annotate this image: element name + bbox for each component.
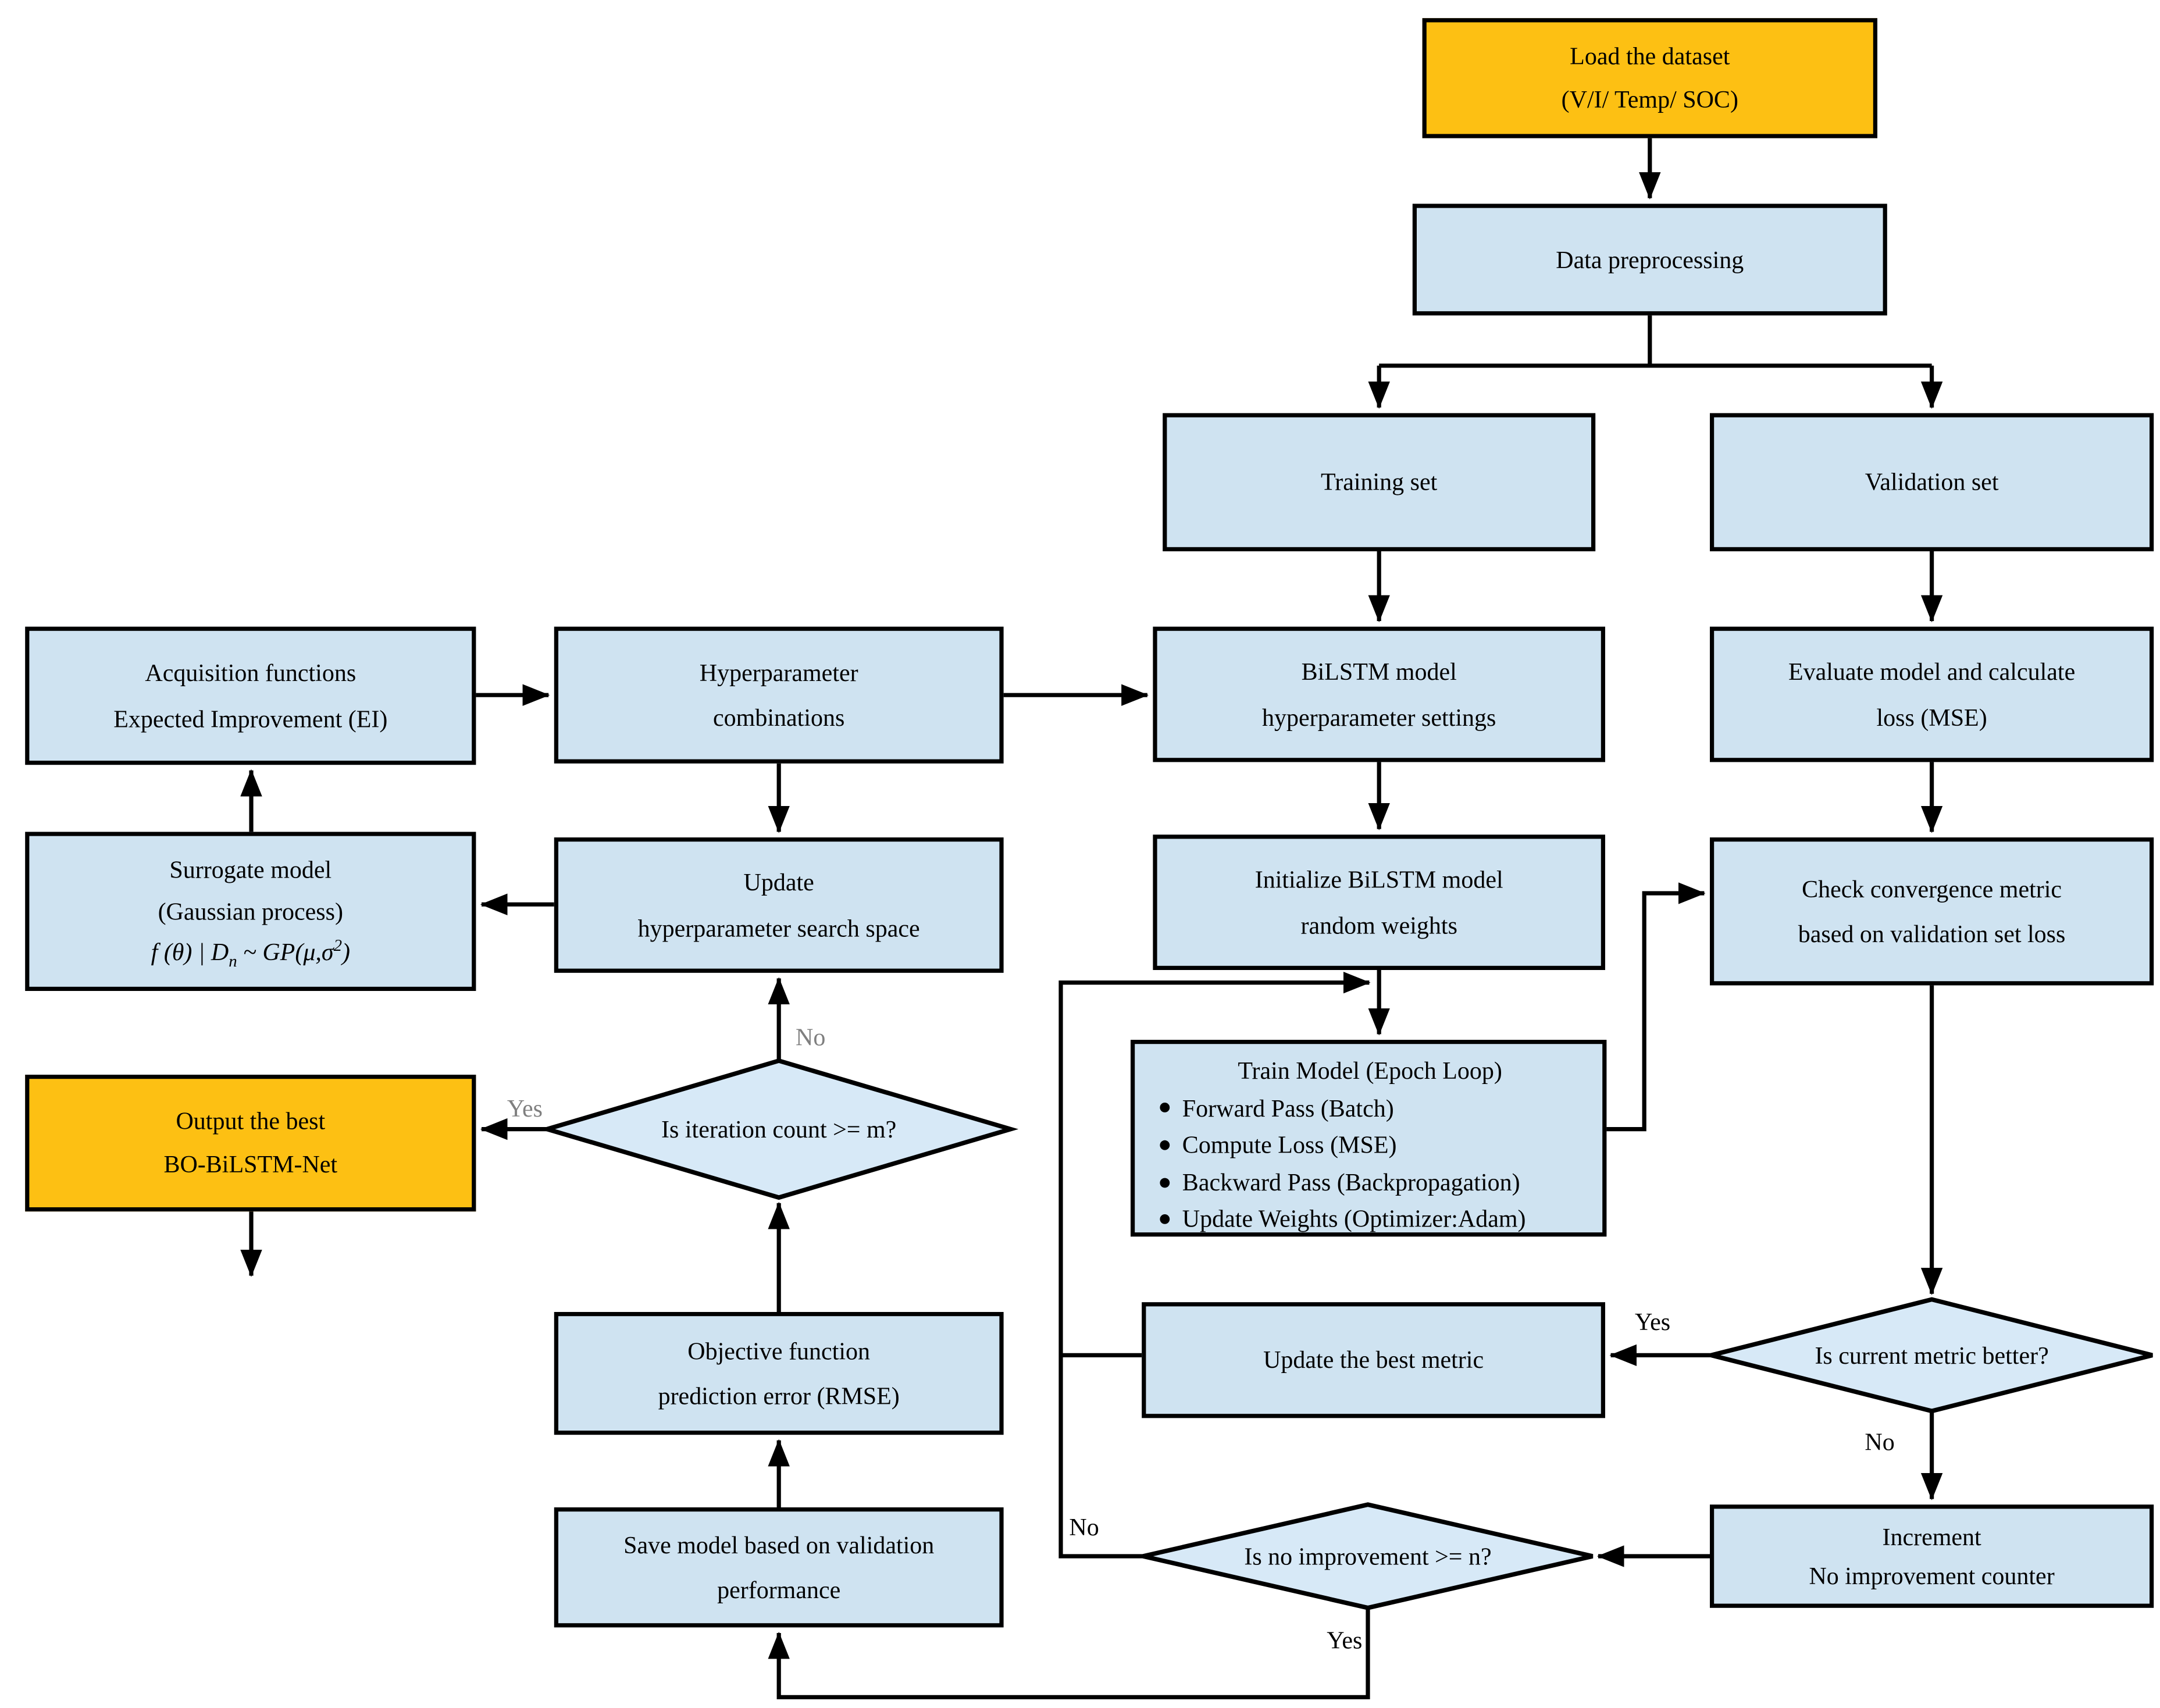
node-text: Validation set bbox=[1865, 468, 1999, 496]
train-model-title: Train Model (Epoch Loop) bbox=[1238, 1056, 1502, 1085]
node-text: Data preprocessing bbox=[1556, 245, 1744, 273]
bullet-item: Backward Pass (Backpropagation) bbox=[1152, 1164, 1520, 1201]
node-increment-counter: Increment No improvement counter bbox=[1710, 1504, 2154, 1608]
node-text: Objective function bbox=[687, 1336, 871, 1365]
node-text: Update the best metric bbox=[1263, 1346, 1484, 1374]
node-text: Save model based on validation bbox=[623, 1530, 935, 1559]
node-train-model: Train Model (Epoch Loop) Forward Pass (B… bbox=[1131, 1040, 1607, 1238]
node-text: prediction error (RMSE) bbox=[658, 1382, 900, 1410]
node-text: random weights bbox=[1300, 911, 1457, 939]
decision-no-improvement-text: Is no improvement >= n? bbox=[1244, 1542, 1492, 1570]
node-check-convergence: Check convergence metric based on valida… bbox=[1710, 837, 2154, 986]
node-text: (V/I/ Temp/ SOC) bbox=[1561, 85, 1738, 113]
node-update-best-metric: Update the best metric bbox=[1142, 1302, 1605, 1418]
label-metric-no: No bbox=[1865, 1428, 1895, 1456]
node-text: Surrogate model bbox=[169, 855, 332, 883]
node-update-search-space: Update hyperparameter search space bbox=[554, 837, 1004, 973]
node-text: Increment bbox=[1882, 1522, 1981, 1551]
node-text: Check convergence metric bbox=[1802, 874, 2062, 903]
bullet-icon bbox=[1160, 1214, 1170, 1225]
node-bilstm-hyperparameter-settings: BiLSTM model hyperparameter settings bbox=[1153, 626, 1605, 762]
bullet-item: Forward Pass (Batch) bbox=[1152, 1089, 1394, 1126]
decision-current-metric-text: Is current metric better? bbox=[1815, 1341, 2049, 1370]
node-text: hyperparameter settings bbox=[1262, 703, 1496, 731]
node-training-set: Training set bbox=[1163, 413, 1596, 552]
bullet-icon bbox=[1160, 1103, 1170, 1113]
bullet-icon bbox=[1160, 1140, 1170, 1150]
bullet-item: Compute Loss (MSE) bbox=[1152, 1126, 1397, 1164]
node-text: (Gaussian process) bbox=[158, 897, 343, 925]
node-load-dataset: Load the dataset (V/I/ Temp/ SOC) bbox=[1422, 18, 1878, 138]
node-text: Load the dataset bbox=[1570, 42, 1730, 70]
node-text: BiLSTM model bbox=[1301, 657, 1457, 686]
label-noimp-yes: Yes bbox=[1327, 1626, 1363, 1654]
node-text: Hyperparameter bbox=[699, 658, 858, 686]
label-iter-yes: Yes bbox=[507, 1094, 543, 1122]
label-iter-no: No bbox=[796, 1023, 826, 1051]
node-text: based on validation set loss bbox=[1798, 919, 2066, 948]
node-text: Acquisition functions bbox=[145, 659, 357, 687]
node-validation-set: Validation set bbox=[1710, 413, 2154, 552]
node-text: loss (MSE) bbox=[1876, 703, 1987, 731]
train-model-bullets: Forward Pass (Batch) Compute Loss (MSE) … bbox=[1152, 1089, 1588, 1238]
node-text: BO-BiLSTM-Net bbox=[163, 1150, 338, 1178]
node-objective-function: Objective function prediction error (RMS… bbox=[554, 1312, 1004, 1435]
node-text: performance bbox=[717, 1575, 841, 1604]
decision-iteration-count-text: Is iteration count >= m? bbox=[661, 1115, 897, 1143]
bullet-item: Update Weights (Optimizer:Adam) bbox=[1152, 1201, 1526, 1238]
node-data-preprocessing: Data preprocessing bbox=[1412, 204, 1887, 316]
node-text: Update bbox=[743, 868, 814, 897]
node-text: Initialize BiLSTM model bbox=[1254, 865, 1503, 894]
node-text: Output the best bbox=[176, 1106, 326, 1135]
node-output-best-model: Output the best BO-BiLSTM-Net bbox=[25, 1075, 476, 1212]
node-text: hyperparameter search space bbox=[637, 913, 920, 942]
edge-trainmodel-checkconv bbox=[1606, 882, 1706, 1132]
node-surrogate-model: Surrogate model (Gaussian process) f (θ)… bbox=[25, 832, 476, 992]
label-noimp-no: No bbox=[1069, 1513, 1099, 1541]
node-save-model: Save model based on validation performan… bbox=[554, 1507, 1004, 1628]
node-evaluate-model: Evaluate model and calculate loss (MSE) bbox=[1710, 626, 2154, 762]
node-text: Expected Improvement (EI) bbox=[113, 704, 388, 732]
node-text: No improvement counter bbox=[1809, 1561, 2055, 1590]
node-text: combinations bbox=[713, 703, 845, 732]
node-text: Training set bbox=[1321, 468, 1438, 496]
node-text: Evaluate model and calculate bbox=[1788, 657, 2076, 686]
bullet-icon bbox=[1160, 1177, 1170, 1188]
label-metric-yes: Yes bbox=[1635, 1307, 1671, 1336]
node-initialize-weights: Initialize BiLSTM model random weights bbox=[1153, 835, 1605, 971]
surrogate-formula: f (θ) | Dn ~ GP(μ,σ2) bbox=[151, 935, 351, 971]
node-acquisition-functions: Acquisition functions Expected Improveme… bbox=[25, 626, 476, 765]
node-hyperparameter-combinations: Hyperparameter combinations bbox=[554, 626, 1004, 764]
